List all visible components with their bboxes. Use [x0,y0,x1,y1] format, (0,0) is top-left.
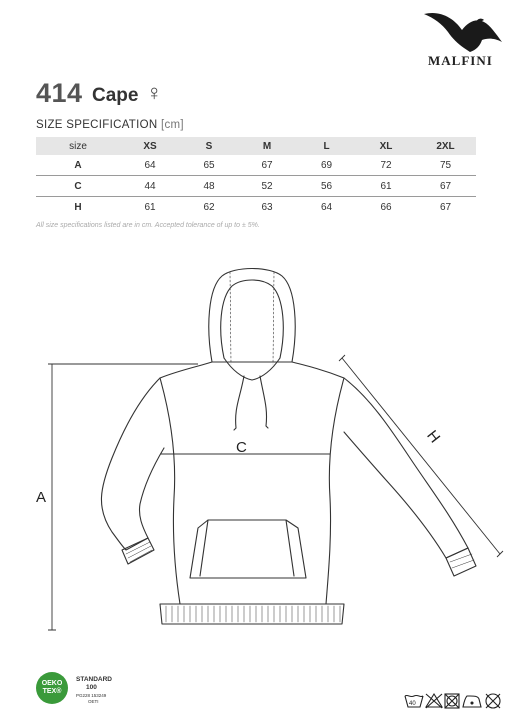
waistband [159,603,345,625]
row-label: C [36,175,120,197]
no-tumble-dry-icon [444,693,460,709]
table-cell: 67 [415,175,476,197]
no-bleach-icon [425,692,443,709]
product-name: Cape [92,85,139,106]
table-cell: 66 [380,201,392,213]
table-cell: 61 [357,175,415,197]
certificate-institute: OETI [88,699,99,704]
standard-label: STANDARD [76,676,112,683]
column-header: S [180,137,238,155]
column-header: XS [120,137,180,155]
table-cell: 64 [320,201,333,213]
body-outline [159,361,345,605]
brand-logo: MALFINI [418,8,508,68]
table-cell: 63 [261,201,273,213]
table-cell: 67 [238,155,296,176]
label-a: A [36,489,46,506]
right-sleeve [343,377,469,559]
spec-unit: [cm] [160,119,184,131]
size-table: size XS S M L XL 2XL A 64 65 67 69 72 75… [36,137,476,217]
oeko-line2: TEX® [42,688,62,695]
column-header: M [238,137,296,155]
left-cuff [121,537,155,565]
table-row: A 64 65 67 69 72 75 [36,155,476,176]
no-dry-clean-icon [485,693,501,709]
table-row: C 44 48 52 56 61 67 [36,175,476,197]
table-cell: 72 [357,155,415,176]
wash-temp: 40 [409,701,416,707]
column-header: 2XL [415,137,476,155]
drawstring-left [233,375,245,431]
table-cell: 69 [296,155,357,176]
spec-title: SIZE SPECIFICATION [cm] [36,119,184,131]
iron-low-icon [462,695,482,708]
table-cell: 64 [120,155,180,176]
drawstring-right [259,375,269,429]
row-label: H [74,201,82,213]
product-code: 414 [36,78,83,108]
wash-40-icon [404,694,424,708]
table-cell: 65 [180,155,238,176]
kangaroo-pocket [189,519,307,579]
row-label: A [36,155,120,176]
table-cell: 61 [144,201,156,213]
oeko-line1: OEKO [41,680,63,687]
table-cell: 67 [439,201,452,213]
table-cell: 52 [238,175,296,197]
hood-inner [220,279,284,359]
eagle-icon [424,12,502,53]
left-sleeve [100,377,165,551]
oeko-tex-logo: OEKO TEX® [36,672,68,704]
table-header-row: size XS S M L XL 2XL [36,137,476,155]
hood-outline [208,268,296,363]
standard-number: 100 [86,684,97,691]
brand-name: MALFINI [428,53,493,68]
table-cell: 56 [296,175,357,197]
column-header: size [36,137,120,155]
label-h: H [423,427,443,446]
table-row: H 61 62 63 64 66 67 [36,197,476,218]
gender-symbol: ♀ [146,80,163,105]
measure-h-line [341,357,501,555]
table-cell: 62 [203,201,215,213]
certificate-code: PG228 153249 [76,693,107,698]
oeko-tex-badge: OEKO TEX® STANDARD 100 PG228 153249 OETI [36,672,156,712]
table-cell: 44 [120,175,180,197]
column-header: L [296,137,357,155]
spec-title-text: SIZE SPECIFICATION [36,119,158,131]
hoodie-drawing: A C H [36,268,504,631]
care-symbols: 40 [404,692,504,710]
tolerance-note: All size specifications listed are in cm… [36,222,260,229]
label-c: C [236,439,247,456]
right-cuff [445,547,477,577]
column-header: XL [357,137,415,155]
table-cell: 48 [180,175,238,197]
table-cell: 75 [415,155,476,176]
